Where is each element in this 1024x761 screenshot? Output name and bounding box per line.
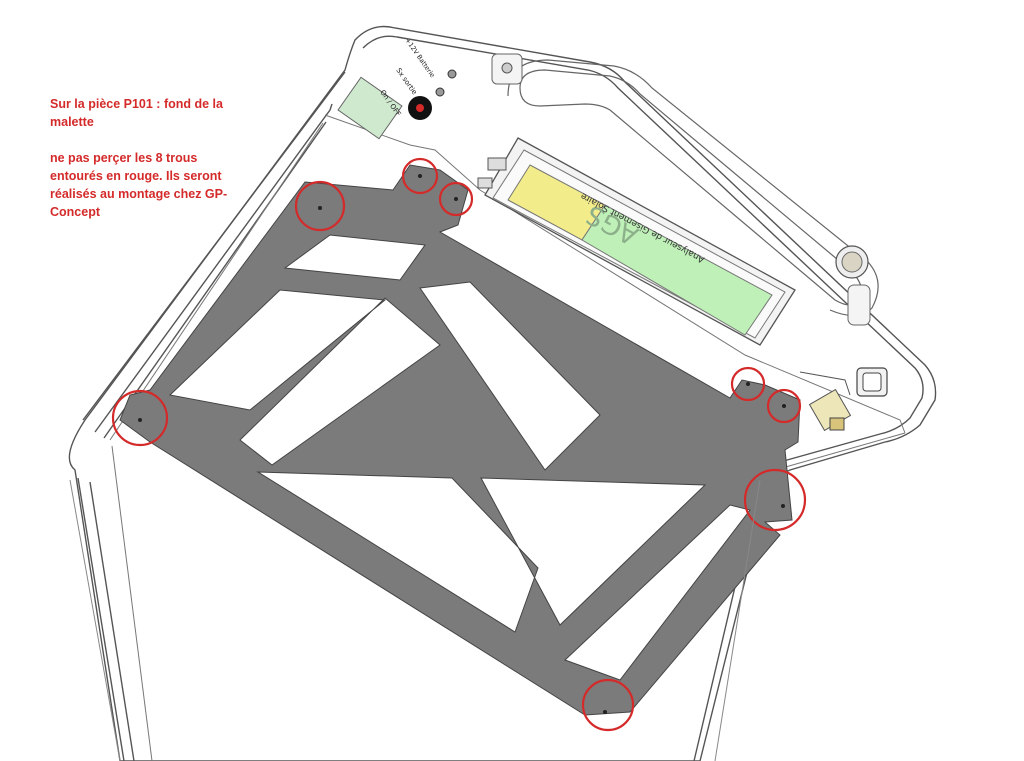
hole-marker bbox=[438, 181, 474, 217]
drilling-annotation: Sur la pièce P101 : fond de la malette n… bbox=[50, 95, 230, 239]
mounting-frame bbox=[119, 164, 801, 716]
hole-marker bbox=[743, 468, 807, 532]
hole-marker bbox=[581, 678, 635, 732]
hole-marker bbox=[766, 388, 802, 424]
circuit-board bbox=[581, 204, 773, 336]
latch-knob bbox=[491, 53, 871, 326]
drill-hole-markers bbox=[111, 157, 807, 732]
hole-marker bbox=[730, 366, 766, 402]
annotation-part-reference: Sur la pièce P101 : fond de la malette bbox=[50, 97, 223, 129]
connector-assembly bbox=[799, 367, 888, 432]
hole-marker bbox=[401, 157, 439, 195]
hole-marker bbox=[294, 180, 346, 232]
annotation-drilling-instruction: ne pas perçer les 8 trous entourés en ro… bbox=[50, 151, 228, 219]
control-panel: On / OFF Sx sortie +12V Batterie bbox=[337, 37, 457, 140]
port-label: Sx sortie bbox=[394, 67, 418, 97]
drill-hole-dots bbox=[138, 174, 786, 714]
case-shell bbox=[68, 25, 937, 761]
hole-marker bbox=[111, 389, 169, 447]
case-rim bbox=[69, 479, 761, 761]
electronics-box: AGS Analyseur de Gisement Solaire bbox=[477, 137, 796, 346]
